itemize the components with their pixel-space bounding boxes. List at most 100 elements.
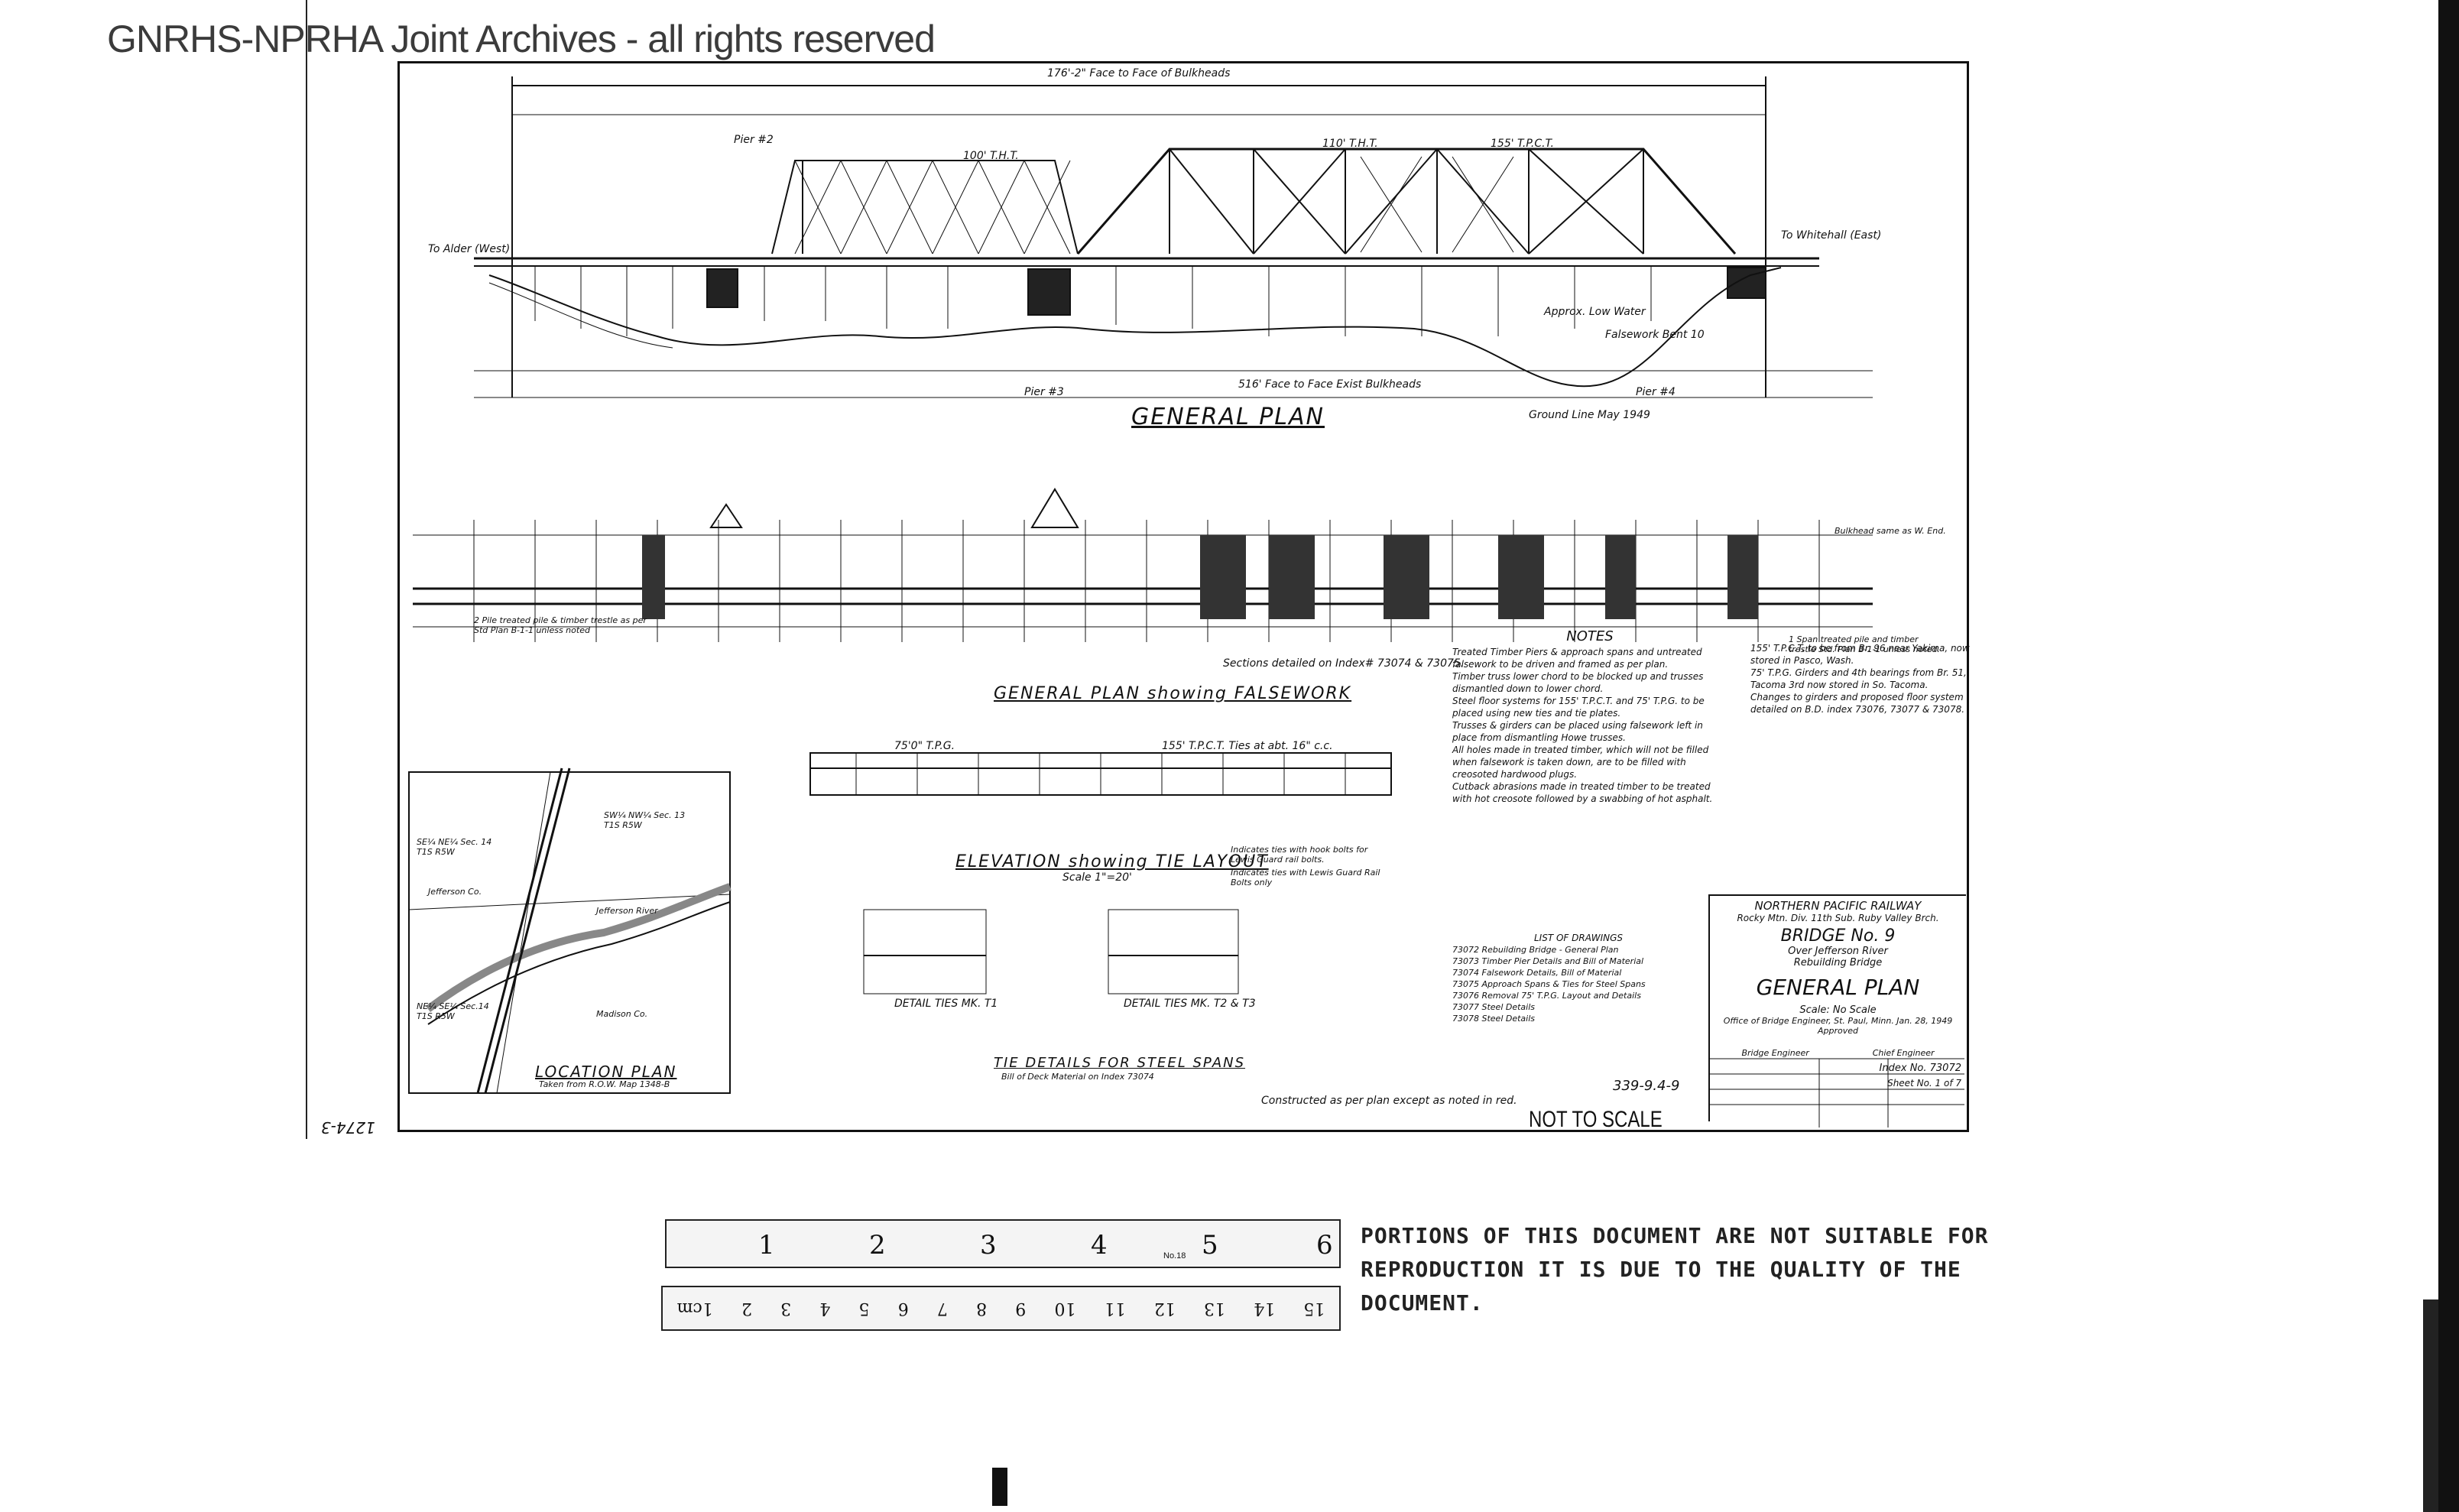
cm-mark: 15 (1303, 1299, 1325, 1318)
note-line: Treated Timber Piers & approach spans an… (1452, 647, 1702, 670)
chief-engineer: Chief Engineer (1872, 1048, 1935, 1058)
index-number: Index No. 73072 (1879, 1063, 1961, 1074)
inch-mark: 5 (1202, 1230, 1218, 1261)
drawing-item: 73075 Approach Spans & Ties for Steel Sp… (1452, 979, 1646, 989)
detail-t2-t3-label: DETAIL TIES MK. T2 & T3 (1124, 998, 1256, 1010)
east-label: To Whitehall (East) (1781, 229, 1882, 242)
division: Rocky Mtn. Div. 11th Sub. Ruby Valley Br… (1737, 913, 1939, 923)
note-line: Timber truss lower chord to be blocked u… (1452, 671, 1704, 694)
span2-label: 110' T.H.T. (1322, 138, 1378, 150)
general-plan-title: GENERAL PLAN (1131, 404, 1325, 430)
cm-mark: 1cm (676, 1299, 713, 1318)
detail-t1-label: DETAIL TIES MK. T1 (894, 998, 998, 1010)
rebuilding: Rebuilding Bridge (1793, 957, 1883, 969)
inch-mark: 2 (869, 1230, 886, 1261)
drawings-heading: LIST OF DRAWINGS (1533, 933, 1624, 943)
falsework-plan-title: GENERAL PLAN showing FALSEWORK (994, 684, 1352, 703)
tie-legend-lewis: Indicates ties with Lewis Guard Rail Bol… (1231, 868, 1380, 887)
location-ne: SW¼ NW¼ Sec. 13 T1S R5W (604, 810, 686, 830)
scale: Scale: No Scale (1799, 1004, 1877, 1016)
pier4-label: Pier #4 (1636, 386, 1676, 398)
bottom-dimension: 516' Face to Face Exist Bulkheads (1238, 378, 1422, 391)
tie-details-title: TIE DETAILS FOR STEEL SPANS (994, 1055, 1246, 1071)
bulkhead-note: Bulkhead same as W. End. (1835, 526, 1946, 536)
cm-mark: 7 (936, 1299, 948, 1318)
approved: Approved (1817, 1026, 1858, 1036)
drawing-item: 73073 Timber Pier Details and Bill of Ma… (1452, 956, 1644, 966)
bridge-engineer: Bridge Engineer (1741, 1048, 1809, 1058)
drawing-item: 73076 Removal 75' T.P.G. Layout and Deta… (1452, 991, 1641, 1001)
west-label: To Alder (West) (428, 243, 511, 255)
span3-label: 155' T.P.C.T. (1491, 138, 1554, 150)
constructed-note: Constructed as per plan except as noted … (1261, 1095, 1517, 1107)
cm-mark: 13 (1204, 1299, 1226, 1318)
tie-layout-scale: Scale 1"=20' (1062, 871, 1132, 884)
inch-ruler: 1 2 3 4 5 6 No.18 (665, 1219, 1341, 1268)
sheet-number: Sheet No. 1 of 7 (1887, 1078, 1961, 1089)
inch-mark: 4 (1091, 1230, 1108, 1261)
location-river: Jefferson River (596, 906, 658, 916)
drawing-item: 73077 Steel Details (1452, 1002, 1536, 1012)
notes-heading: NOTES (1566, 628, 1614, 644)
inch-mark: 6 (1316, 1230, 1333, 1261)
location-sw: NE¼ SE¼ Sec.14 T1S R5W (417, 1001, 489, 1021)
location-plan-title: LOCATION PLAN (535, 1063, 677, 1081)
trestle-left-note: 2 Pile treated pile & timber trestle as … (474, 615, 647, 635)
pier3-label: Pier #3 (1024, 386, 1064, 398)
note-line: Cutback abrasions made in treated timber… (1452, 781, 1713, 804)
inch-mark: 1 (758, 1230, 775, 1261)
note-line: Steel floor systems for 155' T.P.C.T. an… (1452, 696, 1705, 719)
sections-note: Sections detailed on Index# 73074 & 7307… (1223, 657, 1465, 670)
side-code: 1274-3 (321, 1118, 375, 1137)
cm-mark: 9 (1015, 1299, 1027, 1318)
office: Office of Bridge Engineer, St. Paul, Min… (1723, 1016, 1953, 1026)
not-to-scale-stamp: NOT TO SCALE (1529, 1107, 1663, 1132)
note-line: Trusses & girders can be placed using fa… (1452, 720, 1703, 743)
cm-mark: 4 (819, 1299, 831, 1318)
drawing-number: 339-9.4-9 (1613, 1078, 1680, 1094)
right-note-line: 75' T.P.G. Girders and 4th bearings from… (1750, 667, 1967, 690)
drawing-item: 73078 Steel Details (1452, 1014, 1536, 1024)
right-note-line: Changes to girders and proposed floor sy… (1750, 692, 1965, 715)
trestle-right-note: 1 Span treated pile and timber trestle S… (1789, 634, 1940, 654)
right-notes: 155' T.P.C.T. to be from Br. 96 near Yak… (1750, 642, 1972, 715)
notes-block: NOTES Treated Timber Piers & approach sp… (1452, 628, 1727, 805)
ground-line-label: Ground Line May 1949 (1529, 409, 1650, 421)
location-county-madison: Madison Co. (596, 1009, 648, 1019)
right-note-line: 155' T.P.C.T. to be from Br. 96 near Yak… (1750, 643, 1970, 666)
pier2-label: Pier #2 (734, 134, 774, 146)
cm-mark: 8 (976, 1299, 988, 1318)
drawings-list: LIST OF DRAWINGS 73072 Rebuilding Bridge… (1452, 933, 1705, 1024)
low-water-label: Approx. Low Water (1544, 306, 1646, 318)
tie-layout-title: ELEVATION showing TIE LAYOUT (955, 852, 1269, 871)
over-river: Over Jefferson River (1788, 946, 1888, 957)
title-block: NORTHERN PACIFIC RAILWAY Rocky Mtn. Div.… (1708, 894, 1966, 1121)
drawing-item: 73074 Falsework Details, Bill of Materia… (1452, 968, 1622, 978)
tie-label-75: 75'0" T.P.G. (894, 740, 955, 752)
scanned-sheet (306, 0, 1989, 1139)
cm-mark: 11 (1104, 1299, 1126, 1318)
top-dimension: 176'-2" Face to Face of Bulkheads (1047, 67, 1231, 79)
cm-mark: 2 (741, 1299, 752, 1318)
cm-ruler: 1cm 2 3 4 5 6 7 8 9 10 11 12 13 14 15 (661, 1286, 1341, 1331)
location-county-jefferson: Jefferson Co. (428, 887, 482, 897)
bridge-number: BRIDGE No. 9 (1780, 926, 1896, 946)
cm-mark: 10 (1054, 1299, 1076, 1318)
tie-details-subtitle: Bill of Deck Material on Index 73074 (1001, 1072, 1154, 1082)
watermark: GNRHS-NPRHA Joint Archives - all rights … (107, 18, 936, 60)
reproduction-warning: PORTIONS OF THIS DOCUMENT ARE NOT SUITAB… (1361, 1223, 1989, 1316)
cm-mark: 6 (897, 1299, 909, 1318)
tie-label-155: 155' T.P.C.T. Ties at abt. 16" c.c. (1162, 740, 1333, 752)
falsework-bent-label: Falsework Bent 10 (1605, 329, 1705, 341)
drawing-item: 73072 Rebuilding Bridge - General Plan (1452, 945, 1619, 955)
cm-mark: 3 (780, 1299, 792, 1318)
span1-label: 100' T.H.T. (963, 150, 1019, 162)
plan-title: GENERAL PLAN (1756, 975, 1920, 1000)
company-name: NORTHERN PACIFIC RAILWAY (1754, 899, 1922, 913)
inch-mark: 3 (980, 1230, 997, 1261)
cm-mark: 14 (1254, 1299, 1276, 1318)
note-line: All holes made in treated timber, which … (1452, 745, 1709, 780)
cm-mark: 5 (858, 1299, 870, 1318)
cm-mark: 12 (1153, 1299, 1176, 1318)
